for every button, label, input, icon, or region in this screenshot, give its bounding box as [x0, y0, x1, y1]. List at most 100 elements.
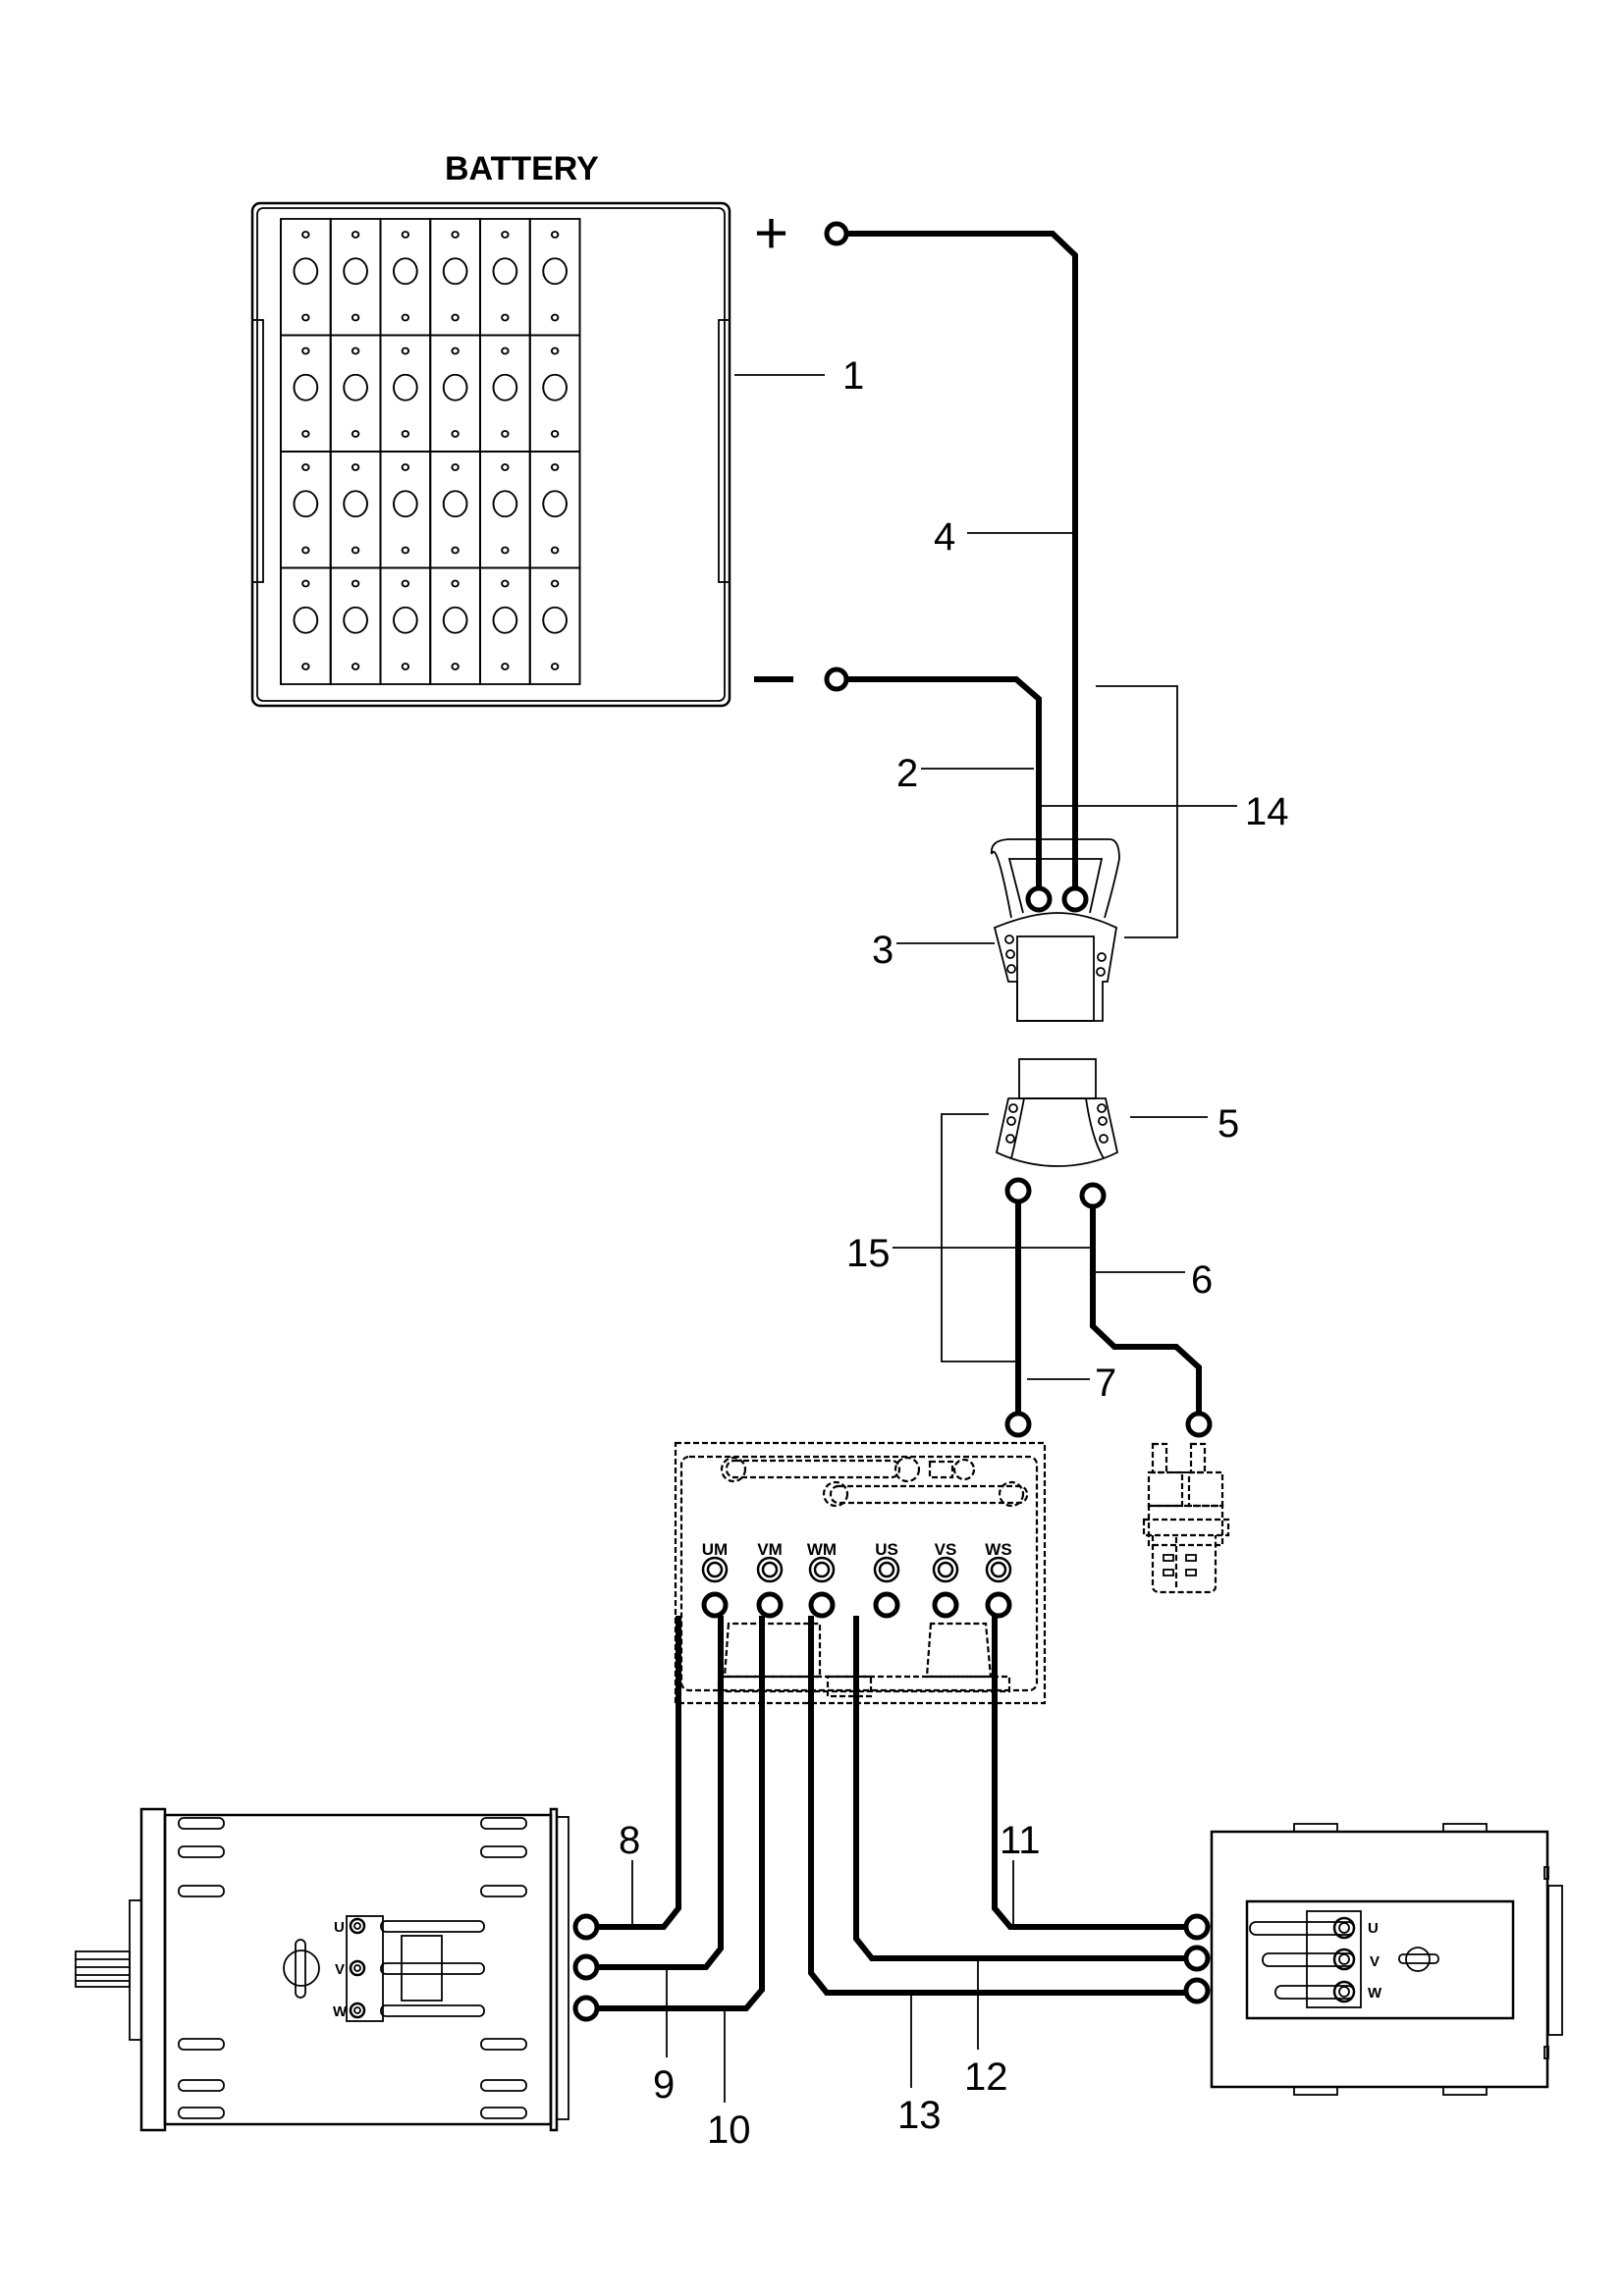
pump-motor-cable-v[interactable]	[853, 1616, 1186, 1961]
drive-motor-phase-u: U	[334, 1919, 345, 1936]
vent-slot	[480, 2079, 527, 2092]
drive-motor-terminal-v	[572, 1953, 600, 1981]
pump-motor-terminal-w	[1183, 1977, 1211, 2004]
controller-terminal-wm[interactable]: WM	[807, 1540, 837, 1619]
drive-motor-cable-w[interactable]	[599, 1616, 765, 2011]
controller-terminal-ws[interactable]: WS	[985, 1540, 1012, 1619]
socket-pin-left	[1004, 1177, 1032, 1204]
battery-cell	[429, 451, 481, 569]
controller-terminal-label: US	[875, 1540, 898, 1559]
controller-terminal-label: UM	[702, 1540, 728, 1559]
pump-motor[interactable]	[1210, 1823, 1563, 2096]
callout-1: 1	[842, 354, 864, 398]
vent-slot	[178, 1845, 225, 1858]
battery-cell	[279, 334, 332, 453]
vent-slot	[178, 1885, 225, 1897]
battery-cells	[279, 218, 581, 685]
battery-cell	[379, 566, 432, 685]
battery-cell	[279, 218, 332, 337]
controller-terminal-label: VM	[757, 1540, 783, 1559]
vent-slot	[480, 1845, 527, 1858]
battery-cell	[429, 566, 481, 685]
drive-motor-cable-v[interactable]	[599, 1616, 724, 1970]
battery-connector-plug[interactable]	[990, 838, 1120, 1022]
battery-cell	[329, 566, 382, 685]
drive-motor[interactable]	[75, 1807, 569, 2132]
bracket-15	[941, 1113, 1016, 1362]
callout-7: 7	[1095, 1362, 1116, 1405]
controller-terminal-label: VS	[935, 1540, 957, 1559]
battery-cell	[479, 451, 531, 569]
battery-cell	[528, 566, 581, 685]
negative-cable[interactable]	[846, 676, 1042, 899]
battery-cell	[479, 218, 531, 337]
battery-cell	[479, 566, 531, 685]
drive-motor-phase-w: W	[333, 2003, 348, 2020]
battery-cell	[279, 566, 332, 685]
battery-handle-right	[718, 319, 731, 583]
callout-6: 6	[1191, 1258, 1213, 1302]
vent-slot	[178, 2107, 225, 2119]
battery-case-inner	[256, 207, 726, 702]
vent-slot	[480, 1817, 527, 1830]
drive-motor-phase-v: V	[335, 1961, 345, 1978]
controller-terminal-um[interactable]: UM	[701, 1540, 729, 1619]
battery-cell	[329, 451, 382, 569]
positive-cable[interactable]	[846, 231, 1078, 899]
drive-motor-vent-slots	[178, 1817, 527, 2119]
controller-terminal-us[interactable]: US	[873, 1540, 900, 1619]
socket-pin-right	[1079, 1182, 1107, 1209]
pump-motor-cable-u[interactable]	[992, 1616, 1186, 1930]
controller-terminal-vs[interactable]: VS	[932, 1540, 959, 1619]
drive-motor-terminal-u	[572, 1913, 600, 1941]
callout-3: 3	[872, 929, 893, 972]
contactor-cable[interactable]	[1090, 1206, 1202, 1414]
pump-motor-cable-w[interactable]	[808, 1616, 1186, 1996]
callout-11: 11	[1000, 1819, 1041, 1862]
bracket-14	[1096, 685, 1178, 938]
controller-connector-socket[interactable]	[995, 1058, 1119, 1167]
callout-9: 9	[653, 2063, 675, 2107]
vent-slot	[480, 2107, 527, 2119]
plug-pin-negative	[1025, 885, 1053, 913]
battery-case-outer	[250, 201, 731, 708]
battery-cell	[528, 218, 581, 337]
leader-lines	[631, 374, 1237, 2103]
vent-slot	[178, 1817, 225, 1830]
battery-cell	[528, 451, 581, 569]
positive-symbol: +	[754, 200, 788, 266]
pump-motor-phase-v: V	[1370, 1953, 1380, 1970]
vent-slot	[480, 1885, 527, 1897]
vent-slot	[178, 2079, 225, 2092]
positive-terminal[interactable]	[824, 221, 849, 246]
vent-slot	[178, 2038, 225, 2051]
pump-motor-phase-w: W	[1368, 1985, 1382, 2002]
battery-cell	[528, 334, 581, 453]
pump-motor-terminal-u	[1183, 1913, 1211, 1941]
battery-cell	[429, 218, 481, 337]
battery-cell	[379, 218, 432, 337]
battery-cell	[279, 451, 332, 569]
battery-cell	[329, 334, 382, 453]
battery-title: BATTERY	[445, 150, 599, 187]
plug-pin-positive	[1061, 885, 1089, 913]
controller-terminal-label: WM	[807, 1540, 837, 1559]
battery-cell	[379, 334, 432, 453]
contactor[interactable]	[1142, 1442, 1230, 1594]
callout-8: 8	[619, 1819, 640, 1862]
callout-15: 15	[846, 1232, 891, 1275]
battery-cell	[379, 451, 432, 569]
battery-handle-left	[251, 319, 264, 583]
battery-cell	[429, 334, 481, 453]
callout-10: 10	[707, 2109, 751, 2152]
controller[interactable]	[674, 1441, 1047, 1705]
battery	[250, 201, 731, 708]
controller-supply-terminal	[1004, 1411, 1032, 1438]
callout-14: 14	[1245, 790, 1289, 833]
drive-motor-cable-u[interactable]	[599, 1616, 681, 1930]
controller-terminal-vm[interactable]: VM	[756, 1540, 784, 1619]
callout-4: 4	[934, 515, 955, 559]
negative-terminal[interactable]	[824, 667, 849, 692]
callout-2: 2	[896, 752, 918, 795]
